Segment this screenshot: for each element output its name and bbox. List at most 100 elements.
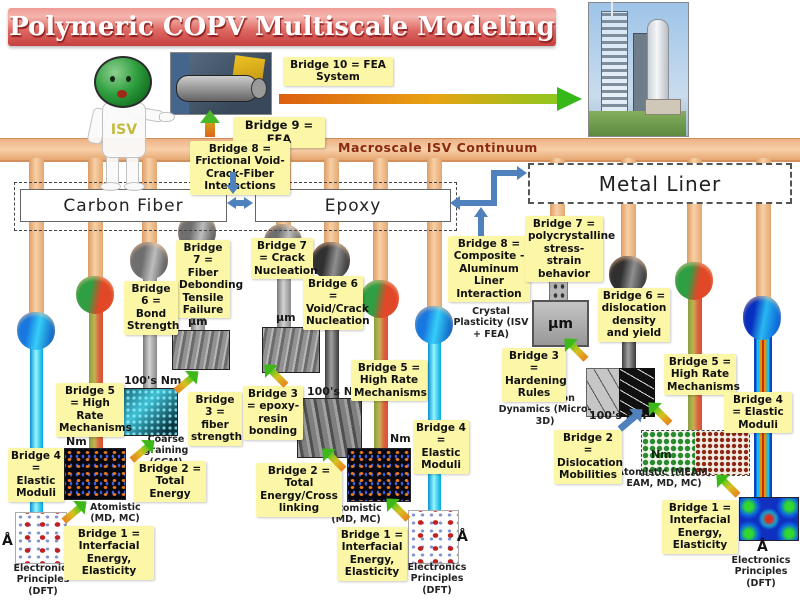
cf-100nm-scale: 100's Nm bbox=[124, 374, 182, 387]
epoxy-liner-arrow-head-right bbox=[517, 166, 527, 180]
ml-bridge6-label: Bridge 6 = dislocation density and yield bbox=[598, 288, 670, 342]
ml-bridge7-label: Bridge 7 = polycrystalline stress-strain… bbox=[525, 216, 615, 282]
copv-winding-photo bbox=[170, 52, 272, 115]
carbon-fiber-box: Carbon Fiber bbox=[20, 189, 227, 222]
ep-column4-stem bbox=[427, 158, 442, 308]
ml-bridge3-label: Bridge 3 = Hardening Rules bbox=[502, 348, 567, 402]
robot-head bbox=[94, 56, 152, 108]
bridge8-frictional-label: Bridge 8 = Frictional Void-Crack-Fiber I… bbox=[190, 141, 290, 195]
cf-dft-caption: Electronics Principles (DFT) bbox=[13, 563, 73, 597]
ep-atomistic-caption: Atomistic (MD, MC) bbox=[331, 503, 382, 526]
ml-dft-caption: Electronics Principles (DFT) bbox=[731, 555, 791, 589]
robot-pointing-hand bbox=[159, 112, 175, 122]
carbon-fiber-box-label: Carbon Fiber bbox=[63, 195, 184, 216]
ep-bridge7-label: Bridge 7 = Crack Nucleation bbox=[251, 238, 318, 280]
ep-column3-grip bbox=[361, 280, 399, 318]
slide-title: Polymeric COPV Multiscale Modeling bbox=[9, 12, 555, 42]
robot-mouth bbox=[117, 90, 127, 98]
ep-bridge1-label: Bridge 1 = Interfacial Energy, Elasticit… bbox=[337, 527, 407, 581]
ml-um-scale: μm bbox=[548, 315, 573, 332]
ep-dft-caption: Electronics Principles (DFT) bbox=[407, 562, 467, 596]
cf-bridge5-label: Bridge 5 = High Rate Mechanisms bbox=[56, 383, 132, 437]
epoxy-liner-arrow-head-left bbox=[450, 196, 460, 210]
ep-sem-crack-image bbox=[262, 327, 320, 373]
robot-torso: ISV bbox=[102, 102, 146, 158]
cf-dft-image bbox=[15, 512, 67, 564]
ml-dft-image bbox=[739, 497, 799, 541]
robot-foot-right bbox=[124, 182, 145, 191]
fea-system-arrow-head bbox=[557, 87, 582, 111]
ml-tem-left-pane bbox=[586, 368, 621, 417]
bridge8f-arrow-shaft bbox=[230, 172, 236, 185]
ep-column2-grip bbox=[312, 242, 350, 280]
isv-robot: ISV bbox=[62, 56, 194, 191]
robot-chest-label: ISV bbox=[110, 122, 138, 138]
epoxy-liner-arrow-shaft-top bbox=[491, 170, 518, 176]
ml-tem-right-pane bbox=[619, 368, 655, 417]
rocket-photo bbox=[588, 2, 689, 137]
rocket-launch-tower bbox=[601, 11, 628, 115]
cf-column3-grip bbox=[130, 242, 168, 280]
epoxy-liner-arrow-shaft-v bbox=[491, 170, 497, 206]
bridge8f-arrow-head-down bbox=[226, 185, 240, 194]
cf-atomistic-image bbox=[64, 448, 126, 500]
cf-bridge4-label: Bridge 4 = Elastic Moduli bbox=[8, 448, 64, 502]
epoxy-box-label: Epoxy bbox=[324, 195, 382, 216]
ml-nm-scale: Nm bbox=[651, 448, 672, 461]
ep-bridge4-label: Bridge 4 = Elastic Moduli bbox=[413, 420, 469, 474]
cf-angstrom-scale: Å bbox=[2, 533, 13, 549]
ml-column4-grip bbox=[743, 296, 781, 340]
rocket-ground bbox=[589, 111, 686, 136]
cf-bridge7-label: Bridge 7 = Fiber Debonding Tensile Failu… bbox=[176, 240, 243, 319]
ep-bridge6-label: Bridge 6 = Void/Crack Nucleation bbox=[303, 276, 370, 330]
cf-epoxy-arrow-head-left bbox=[227, 197, 236, 209]
cf-column1-grip bbox=[17, 312, 55, 350]
epoxy-box: Epoxy bbox=[255, 189, 451, 222]
ml-column3-grip bbox=[675, 262, 713, 300]
cf-epoxy-arrow-head-right bbox=[244, 197, 253, 209]
photo-copv-cylinder bbox=[176, 75, 258, 102]
cf-nm-scale: Nm bbox=[66, 435, 87, 448]
ep-bridge3-label: Bridge 3 = epoxy-resin bonding bbox=[243, 386, 303, 440]
cf-sem-image bbox=[172, 330, 230, 370]
robot-eye-left bbox=[110, 76, 115, 82]
metal-liner-box: Metal Liner bbox=[528, 163, 792, 204]
ep-bridge5-label: Bridge 5 = High Rate Mechanisms bbox=[351, 360, 427, 402]
ep-nm-scale: Nm bbox=[390, 432, 411, 445]
ml-bridge4-label: Bridge 4 = Elastic Moduli bbox=[724, 392, 792, 434]
ep-atomistic-image bbox=[347, 448, 411, 502]
bridge9-arrow-head bbox=[200, 110, 220, 123]
cf-atomistic-caption: Atomistic (MD, MC) bbox=[90, 502, 141, 525]
macroscale-label: Macroscale ISV Continuum bbox=[338, 140, 538, 155]
metal-liner-box-label: Metal Liner bbox=[598, 171, 722, 196]
ml-atomistic-red-half bbox=[695, 431, 749, 475]
robot-foot-left bbox=[100, 182, 121, 191]
fea-system-arrow-shaft bbox=[279, 94, 559, 104]
title-banner: Polymeric COPV Multiscale Modeling bbox=[8, 8, 556, 46]
cf-column2-grip bbox=[76, 276, 114, 314]
ml-angstrom-scale: Å bbox=[757, 539, 768, 555]
ep-um-scale: μm bbox=[276, 311, 296, 324]
ml-bridge2-label: Bridge 2 = Dislocation Mobilities bbox=[554, 430, 623, 484]
ml-atomistic-image bbox=[641, 430, 750, 476]
cf-um-scale: μm bbox=[188, 315, 208, 328]
cf-bridge3-label: Bridge 3 = fiber strength bbox=[188, 392, 242, 446]
ml-atomistic-green-half bbox=[642, 431, 695, 475]
rocket-tower-mast bbox=[611, 2, 613, 16]
ml-bridge5-label: Bridge 5 = High Rate Mechanisms bbox=[664, 354, 740, 396]
cf-bridge6-label: Bridge 6 = Bond Strength bbox=[124, 281, 179, 335]
ml-bridge1-label: Bridge 1 = Interfacial Energy, Elasticit… bbox=[662, 500, 738, 554]
photo-cylinder-endcap bbox=[251, 78, 267, 99]
robot-eye-right bbox=[126, 76, 131, 82]
ml-crystal-plasticity-caption: Crystal Plasticity (ISV + FEA) bbox=[453, 306, 529, 340]
rocket-pad-building bbox=[645, 99, 681, 115]
ep-dft-image bbox=[408, 510, 459, 564]
ep-100nm-scale: 100's Nm bbox=[307, 385, 365, 398]
ml-crystal-plasticity-box: μm bbox=[532, 300, 589, 347]
cf-epoxy-arrow-shaft bbox=[236, 200, 244, 206]
bridge8c-arrow-shaft bbox=[478, 216, 484, 236]
ml-tem-image bbox=[586, 368, 655, 417]
ml-column2-grip bbox=[609, 256, 647, 294]
ml-atomistic-caption: Atomistic (MEAM, EAM, MD, MC) bbox=[616, 467, 712, 490]
